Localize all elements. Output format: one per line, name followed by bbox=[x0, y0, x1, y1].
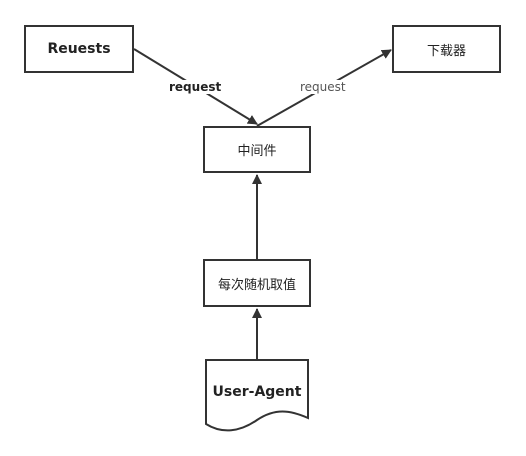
downloader-node: 下载器 bbox=[392, 25, 501, 73]
random-value-node-label: 每次随机取值 bbox=[217, 277, 296, 293]
middleware-node: 中间件 bbox=[203, 126, 311, 173]
request-edge-label-left: request bbox=[168, 80, 223, 94]
reuests-node-label: Reuests bbox=[47, 41, 111, 57]
user-agent-label: User-Agent bbox=[212, 384, 302, 400]
middleware-node-label: 中间件 bbox=[237, 144, 277, 159]
downloader-node-label: 下载器 bbox=[426, 43, 466, 59]
user-agent-document: User-Agent bbox=[206, 375, 308, 409]
request-edge-label-right: request bbox=[299, 80, 347, 94]
random-value-node: 每次随机取值 bbox=[203, 259, 311, 307]
reuests-node: Reuests bbox=[24, 25, 134, 73]
user-agent-document-shape bbox=[205, 359, 309, 432]
